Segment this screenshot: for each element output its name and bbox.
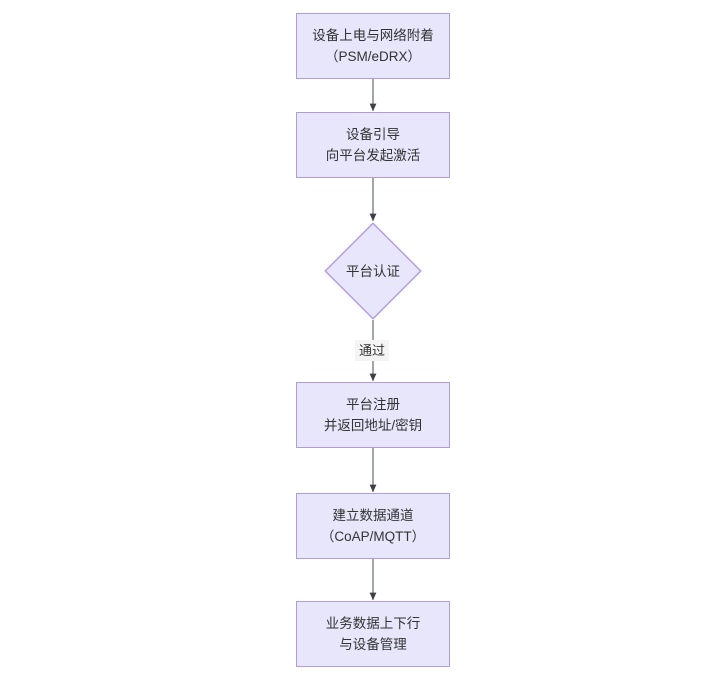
node-line: 业务数据上下行 [325,616,421,631]
node-line: 并返回地址/密钥 [323,418,423,433]
node-establish-data-channel[interactable]: 建立数据通道 （CoAP/MQTT） [296,493,450,559]
node-business-data-and-device-mgmt[interactable]: 业务数据上下行 与设备管理 [296,601,450,667]
node-platform-auth-decision[interactable]: 平台认证 [324,222,422,320]
node-line: 建立数据通道 [332,508,414,523]
node-line: 平台注册 [346,397,400,412]
node-line: （PSM/eDRX） [324,49,422,64]
node-line: 向平台发起激活 [325,148,421,163]
node-line: 设备引导 [346,127,400,142]
node-device-bootstrap[interactable]: 设备引导 向平台发起激活 [296,112,450,178]
diamond-shape [324,222,422,320]
node-line: 平台认证 [346,263,400,279]
node-line: 与设备管理 [339,637,407,652]
node-platform-register[interactable]: 平台注册 并返回地址/密钥 [296,382,450,448]
node-line: （CoAP/MQTT） [320,529,426,544]
node-line: 设备上电与网络附着 [312,28,434,43]
edge-label-pass: 通过 [355,340,390,361]
decision-label: 平台认证 [324,222,422,320]
node-device-power-on[interactable]: 设备上电与网络附着 （PSM/eDRX） [296,13,450,79]
